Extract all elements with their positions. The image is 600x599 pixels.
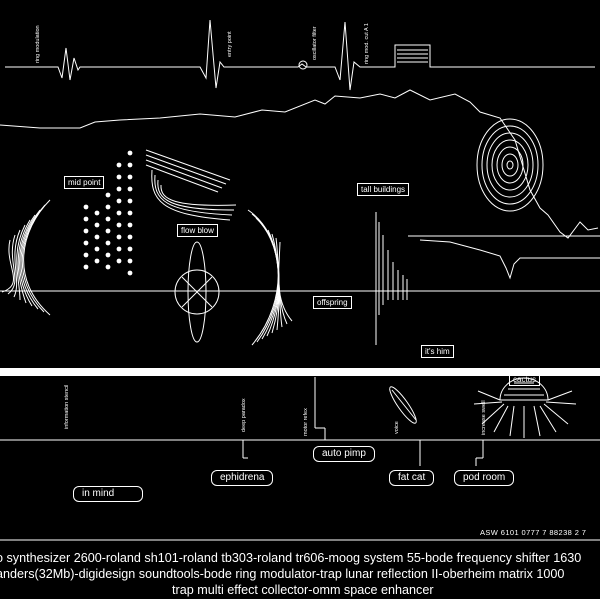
concentric-rings [476,118,544,212]
lower-timeline [0,377,600,466]
label-ring-modulation: ring modulation [35,25,41,63]
label-flow-blow: flow blow [177,224,218,237]
label-oscillator-filter: oscillator filter [312,26,318,60]
label-tall-buildings: tall buildings [357,183,410,196]
middle-shell [247,209,293,346]
voice-shape [389,386,417,424]
fan-lines [145,149,237,221]
separator-band [0,368,600,376]
valley-line [419,239,600,280]
credits-line-1: o synthesizer 2600-roland sh101-roland t… [0,551,582,565]
label-increase-swell: increase swell [481,400,487,435]
label-in-mind: in mind [73,486,144,502]
dot-grid [83,150,133,276]
oscillator-dot [298,60,308,70]
left-shell [1,199,51,316]
label-pod-room: pod room [454,470,515,486]
landscape-line [0,89,599,239]
sunburst [473,377,577,438]
credits-line-3: trap multi effect collector-omm space en… [172,583,434,597]
credits-line-2: anders(32Mb)-digidesign soundtools-bode … [0,567,565,581]
label-motor-refex: motor refex [303,408,309,436]
label-fat-cat: fat cat [389,470,435,486]
label-entry-point: entry point [227,31,233,57]
label-information-stencil: information stencil [64,384,70,429]
label-its-him: it's him [421,345,454,358]
label-auto-pimp: auto pimp [313,446,375,462]
label-ephidrena: ephidrena [211,470,274,486]
label-ring-mod-cut: ring mod. cut A 1 [364,23,370,64]
crossed-circle [174,241,220,343]
label-deep-paradox: deep paradox [241,398,247,432]
ecg-trace [5,19,595,91]
tall-buildings-bars [375,212,408,345]
ring-mod-box-lines [397,49,428,63]
label-offspring: offspring [313,296,352,309]
label-mid-point: mid point [64,176,105,189]
catalog-number: ASW 6101 0777 7 88238 2 7 [480,528,587,537]
label-cactus: cactus [509,373,541,386]
label-voice: voice [394,421,400,434]
